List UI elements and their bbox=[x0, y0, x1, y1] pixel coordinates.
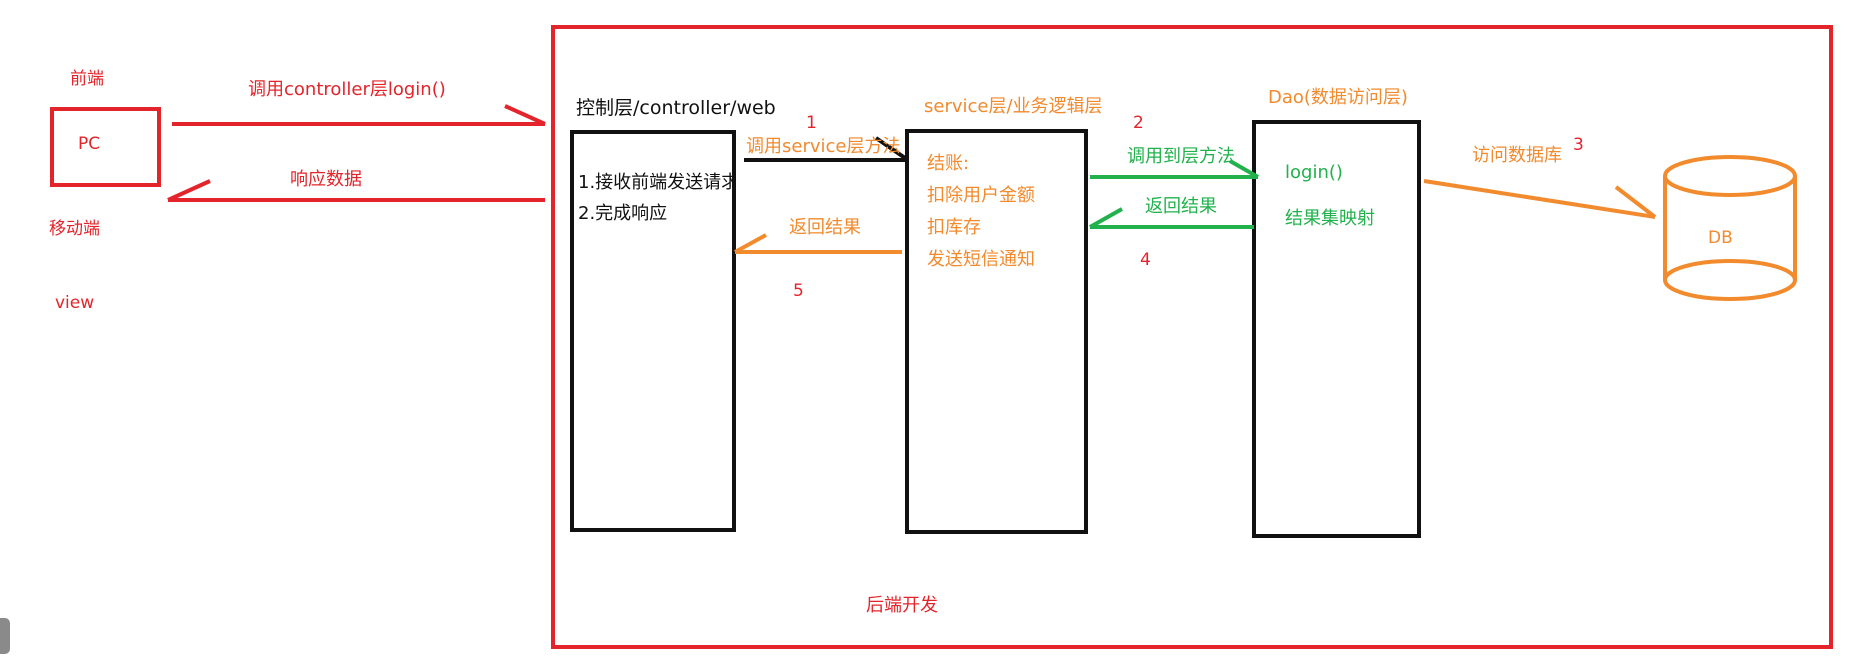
controller-line-1: 1.接收前端发送请求 bbox=[578, 172, 735, 193]
controller-line-2: 2.完成响应 bbox=[578, 203, 668, 224]
step1-number: 1 bbox=[806, 113, 817, 133]
response-arrow-head bbox=[167, 179, 211, 202]
step1-arrow-head bbox=[874, 136, 910, 162]
step5-number: 5 bbox=[793, 281, 804, 301]
service-line-3: 扣库存 bbox=[927, 217, 981, 238]
backend-frame bbox=[551, 25, 1833, 649]
controller-box bbox=[570, 130, 736, 532]
service-line-1: 结账: bbox=[927, 153, 970, 174]
call-arrow-head bbox=[504, 104, 546, 126]
service-line-2: 扣除用户金额 bbox=[927, 185, 1035, 206]
call-controller-label: 调用controller层login() bbox=[248, 79, 446, 100]
step3-arrow-line bbox=[1423, 179, 1656, 219]
frontend-title: 前端 bbox=[70, 69, 104, 89]
step4-arrow-head bbox=[1089, 207, 1123, 229]
view-label: view bbox=[55, 293, 95, 313]
step4-label: 返回结果 bbox=[1145, 196, 1217, 217]
step5-label: 返回结果 bbox=[789, 217, 861, 238]
service-title: service层/业务逻辑层 bbox=[924, 96, 1103, 117]
pc-box bbox=[50, 107, 161, 187]
step2-label: 调用到层方法 bbox=[1127, 146, 1235, 167]
backend-title: 后端开发 bbox=[866, 595, 938, 616]
controller-title: 控制层/controller/web bbox=[576, 97, 776, 119]
dao-line-2: 结果集映射 bbox=[1285, 208, 1375, 229]
dao-line-1: login() bbox=[1285, 162, 1343, 183]
db-cylinder-icon bbox=[1663, 155, 1797, 301]
dao-box bbox=[1252, 120, 1421, 538]
mobile-label: 移动端 bbox=[49, 219, 100, 239]
step1-label: 调用service层方法 bbox=[746, 136, 901, 157]
step3-number: 3 bbox=[1573, 135, 1584, 155]
step3-label: 访问数据库 bbox=[1472, 145, 1562, 166]
db-label: DB bbox=[1708, 228, 1733, 248]
step2-arrow-head bbox=[1229, 159, 1259, 179]
dao-title: Dao(数据访问层) bbox=[1268, 87, 1408, 108]
step5-arrow-head bbox=[734, 233, 767, 254]
pc-label: PC bbox=[78, 134, 101, 154]
step2-number: 2 bbox=[1133, 113, 1144, 133]
step3-arrow-head bbox=[1614, 185, 1657, 219]
side-scroll-handle[interactable] bbox=[0, 618, 10, 654]
service-box bbox=[905, 129, 1088, 534]
step4-number: 4 bbox=[1140, 250, 1151, 270]
response-data-label: 响应数据 bbox=[290, 169, 362, 190]
service-line-4: 发送短信通知 bbox=[927, 249, 1035, 270]
